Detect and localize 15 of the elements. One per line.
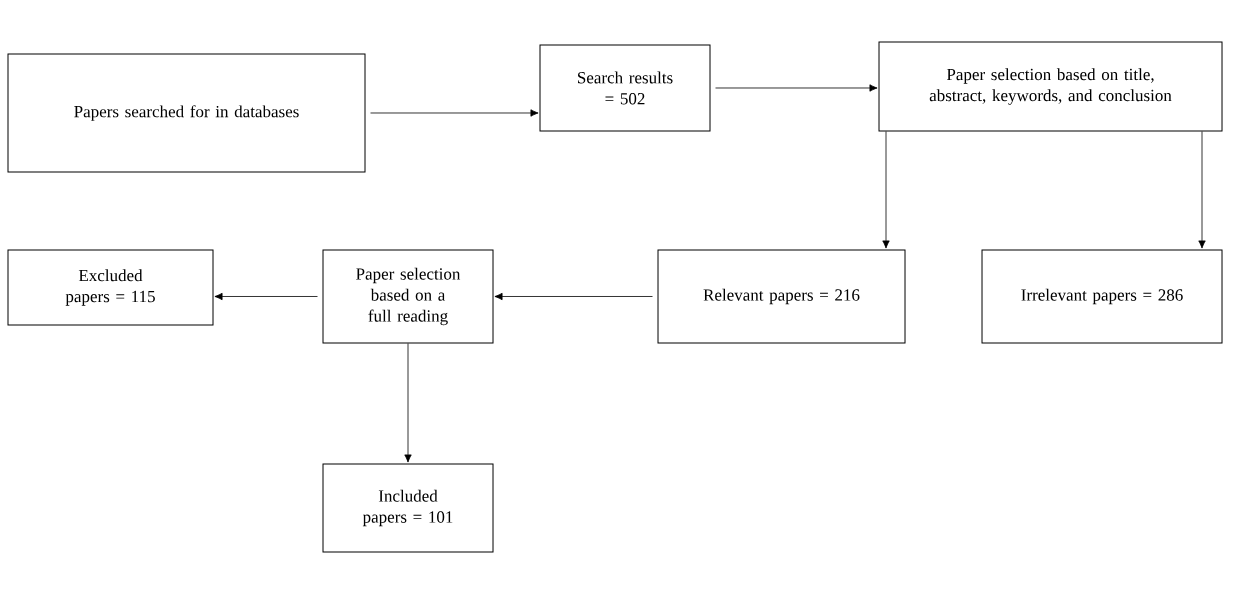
process-box: Paper selection based on a full reading	[322, 249, 494, 344]
process-box: Irrelevant papers = 286	[981, 249, 1223, 344]
arrow	[214, 292, 318, 301]
arrow	[494, 292, 653, 301]
process-box: Included papers = 101	[322, 463, 494, 553]
arrow	[370, 109, 539, 117]
process-box: Papers searched for in databases	[7, 53, 366, 173]
arrow	[882, 131, 890, 249]
arrow	[715, 84, 878, 92]
process-box: Paper selection based on title, abstract, keywords, and conclusion	[878, 41, 1223, 132]
process-box: Search results = 502	[539, 44, 711, 132]
process-box: Relevant papers = 216	[657, 249, 906, 344]
arrow	[1198, 131, 1206, 249]
arrow	[404, 343, 412, 463]
process-box: Excluded papers = 115	[7, 249, 214, 326]
